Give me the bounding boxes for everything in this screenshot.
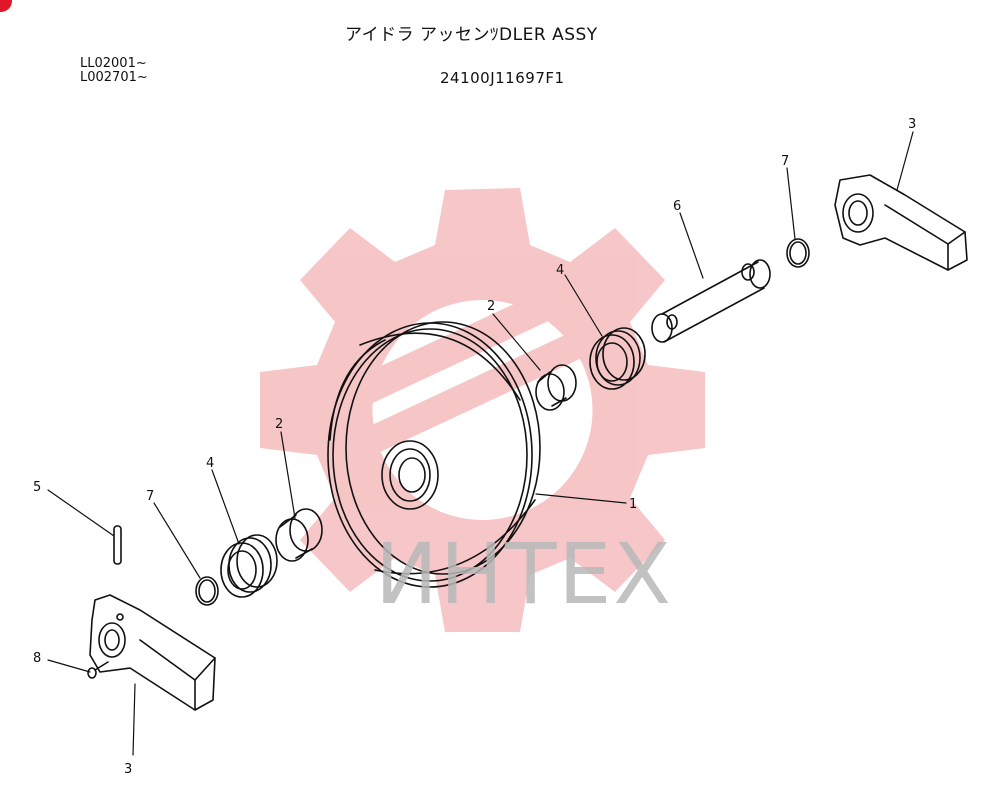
callout-2-left: 2 — [275, 417, 283, 432]
callout-3-left: 3 — [124, 762, 132, 777]
o-ring-right — [786, 238, 810, 268]
support-left — [89, 594, 216, 711]
watermark-text: ИНТЕХ — [375, 525, 673, 623]
bolt — [87, 661, 109, 679]
callout-7-left: 7 — [146, 489, 154, 504]
callout-2-right: 2 — [487, 299, 495, 314]
pin — [113, 525, 122, 565]
serial-range-2: L002701~ — [80, 70, 148, 85]
callout-4-right: 4 — [556, 263, 564, 278]
o-ring-left — [195, 576, 219, 606]
serial-range-1: LL02001~ — [80, 56, 147, 71]
callout-4-left: 4 — [206, 456, 214, 471]
diagram-title: アイドラ アッセンﾂDLER ASSY — [345, 25, 598, 45]
idler-wheel — [327, 321, 541, 588]
bushing-left — [275, 508, 323, 562]
leader-lines — [47, 131, 914, 756]
seal-right — [589, 327, 646, 390]
seal-left — [220, 534, 278, 598]
bushing-right — [535, 364, 577, 411]
callout-3-right: 3 — [908, 117, 916, 132]
callout-8: 8 — [33, 651, 41, 666]
callout-6: 6 — [673, 199, 681, 214]
assembly-part-number: 24100J11697F1 — [440, 69, 565, 87]
callout-7-right: 7 — [781, 154, 789, 169]
shaft — [651, 259, 771, 343]
callout-1: 1 — [629, 497, 637, 512]
support-right — [834, 174, 968, 271]
watermark-gear — [260, 188, 705, 632]
callout-5: 5 — [33, 480, 41, 495]
